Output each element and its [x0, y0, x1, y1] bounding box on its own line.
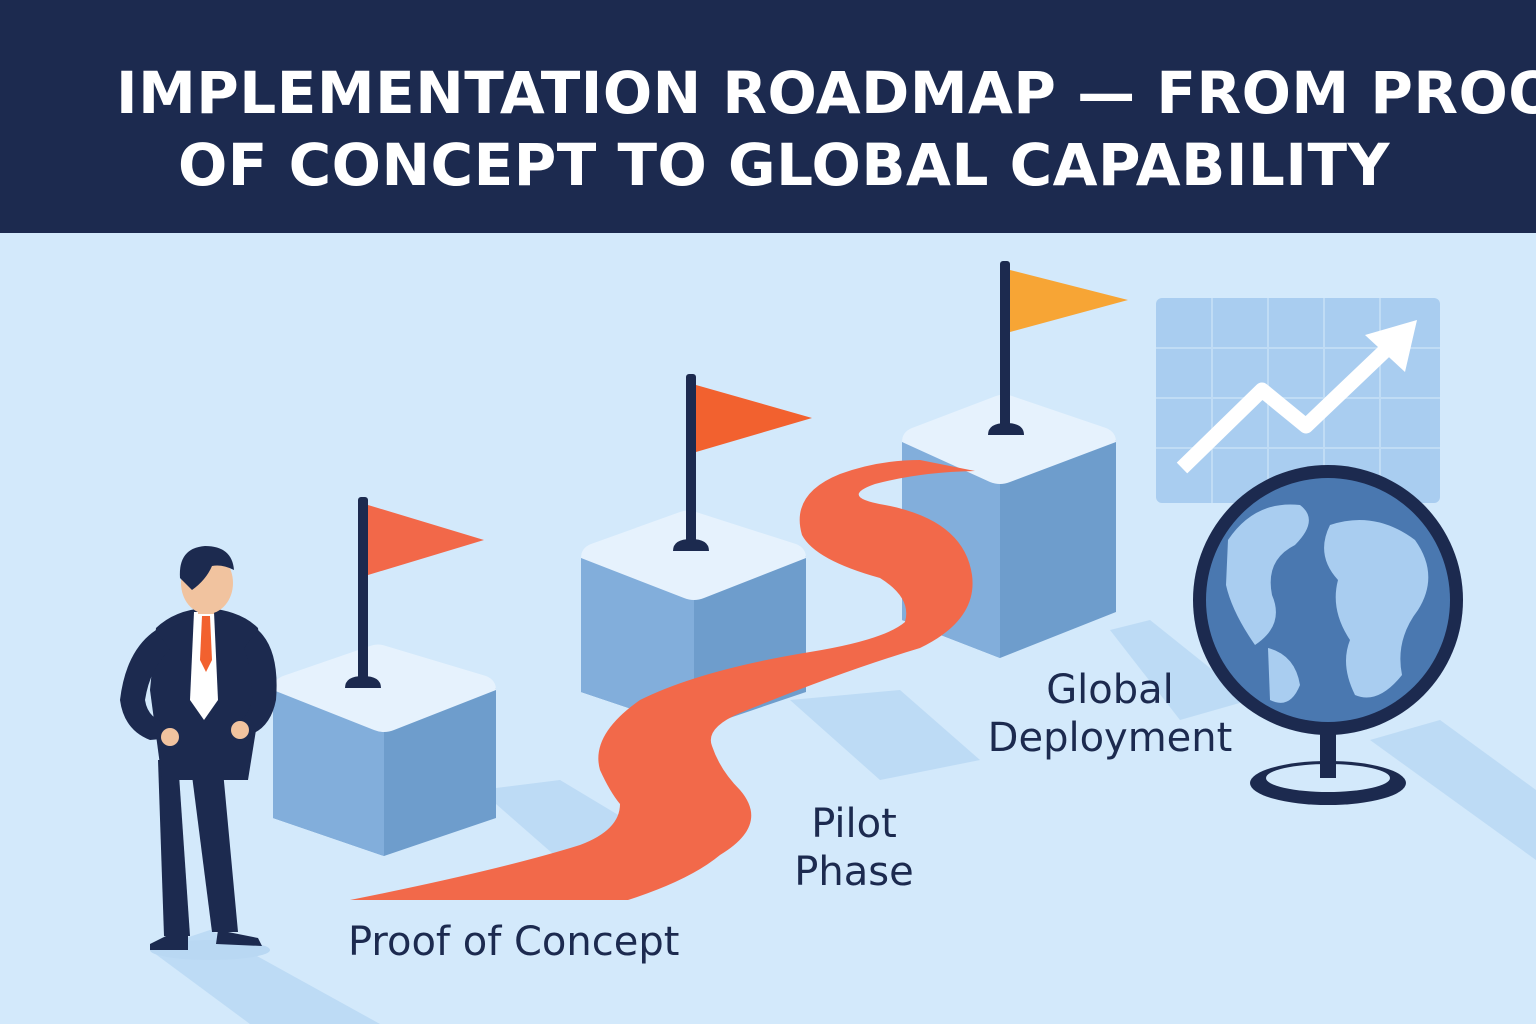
stage-label-proof-of-concept: Proof of Concept: [348, 919, 680, 965]
roadmap-illustration: [120, 261, 1536, 1024]
page-title-line-2: OF CONCEPT TO GLOBAL CAPABILITY: [178, 131, 1391, 199]
stage-label-global: Global Deployment: [968, 666, 1252, 762]
stage-block-proof-of-concept: [273, 644, 496, 856]
businessman-icon: [120, 546, 277, 960]
stage-label-line: Global: [1046, 667, 1174, 713]
stage-label-line: Deployment: [987, 715, 1233, 761]
stage-label-pilot: Pilot Phase: [776, 800, 932, 896]
roadmap-path: [350, 460, 975, 900]
stage-label-line: Pilot: [811, 801, 897, 847]
stage-block-pilot: [581, 510, 806, 730]
flag-icon: [345, 497, 484, 688]
page-title-line-1: IMPLEMENTATION ROADMAP — FROM PROOF: [116, 59, 1536, 127]
title-banner: IMPLEMENTATION ROADMAP — FROM PROOF OF C…: [0, 0, 1536, 233]
flag-icon: [988, 261, 1128, 435]
globe-icon: [1193, 465, 1463, 805]
stage-label-line: Phase: [794, 849, 914, 895]
flag-icon: [673, 374, 812, 551]
